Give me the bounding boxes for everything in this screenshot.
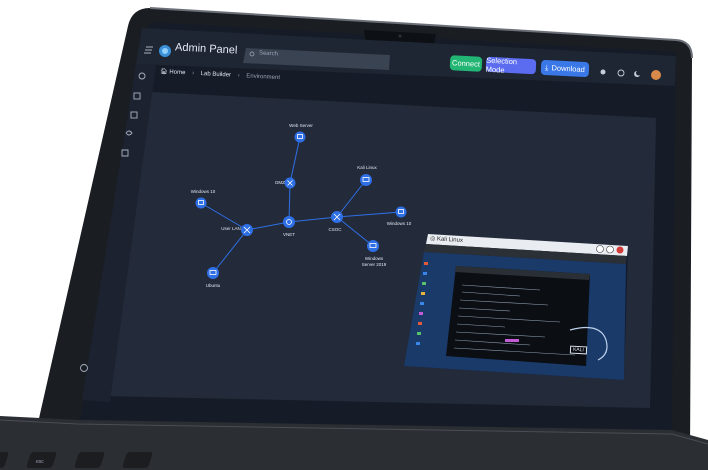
moon-icon[interactable] <box>634 71 640 77</box>
selection-mode-button[interactable]: Selection Mode <box>486 55 537 75</box>
label-csoc: CSOC <box>328 227 342 232</box>
kali-icon: ◎ <box>429 235 436 243</box>
lab-icon[interactable] <box>133 92 141 100</box>
download-icon: ⤓ <box>544 62 549 72</box>
vm-maximize-button[interactable] <box>606 245 614 254</box>
home-icon[interactable]: 🏠︎ <box>159 68 168 76</box>
dashboard-icon[interactable] <box>138 72 146 80</box>
download-label: Download <box>551 63 586 75</box>
label-web-server: Web Server <box>289 123 313 128</box>
label-dmz: DMZ <box>275 180 285 185</box>
search-icon <box>249 51 255 57</box>
node-ubuntu <box>207 267 219 279</box>
node-vnet <box>283 216 295 228</box>
label-windows-server-2019: Windows Server 2019 <box>361 256 387 267</box>
label-windows-10-right: Windows 10 <box>386 221 412 226</box>
book-icon[interactable] <box>130 111 138 119</box>
node-windows-10-right <box>395 206 407 218</box>
search-placeholder: Search <box>258 50 279 58</box>
vm-window-kali[interactable] <box>404 234 628 380</box>
label-ubuntu: Ubuntu <box>205 283 221 288</box>
node-windows-server-2019 <box>367 240 379 252</box>
search-input[interactable] <box>243 48 390 70</box>
kali-brand: KALI <box>569 345 588 355</box>
vm-minimize-button[interactable] <box>596 245 604 253</box>
label-user-lan: User LAN <box>221 226 241 231</box>
node-web-server <box>294 131 306 143</box>
menu-icon[interactable] <box>144 46 153 54</box>
avatar[interactable] <box>651 70 661 80</box>
label-kali-linux: Kali Linux <box>357 165 377 170</box>
notification-icon[interactable] <box>600 69 606 75</box>
label-windows-10-left: Windows 10 <box>190 189 216 194</box>
flag-icon[interactable] <box>121 149 129 157</box>
node-windows-10-left <box>195 197 207 209</box>
node-kali-linux <box>360 174 372 186</box>
power-icon[interactable] <box>80 364 88 372</box>
breadcrumb-home[interactable]: Home <box>169 69 186 77</box>
connect-button[interactable]: Connect <box>449 55 483 72</box>
users-icon[interactable] <box>125 130 133 136</box>
network-edges <box>200 136 402 274</box>
download-button[interactable]: ⤓Download <box>540 59 590 78</box>
esc-key: esc <box>36 459 44 465</box>
vm-close-button[interactable] <box>616 246 624 254</box>
globe-icon[interactable] <box>617 69 625 77</box>
label-vnet: VNET <box>282 232 296 237</box>
